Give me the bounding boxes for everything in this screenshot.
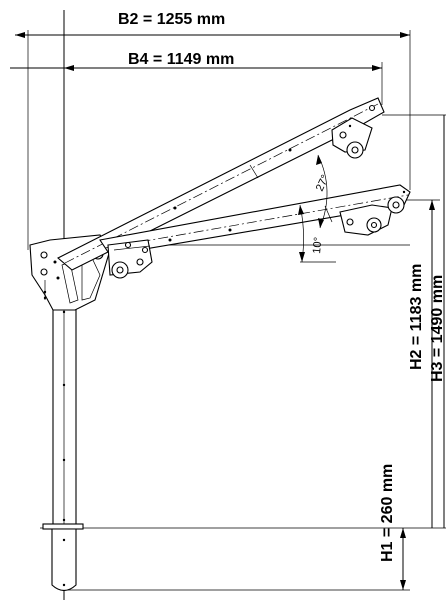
angle-upper-label: 27°: [314, 173, 332, 193]
dimension-h2-label: H2 = 1183 mm: [408, 264, 425, 370]
dimension-h1-label: H1 = 260 mm: [379, 464, 396, 562]
angle-lower-label: 10°: [311, 237, 324, 255]
dimension-b4-label: B4 = 1149 mm: [128, 51, 234, 68]
angle-markers: [298, 154, 328, 263]
drive-unit: [107, 239, 153, 279]
upper-boom: [57, 97, 385, 271]
lower-boom: [99, 184, 411, 256]
mast-post: [42, 299, 84, 592]
dimension-h3-label: H3 = 1490 mm: [429, 275, 446, 382]
dimension-b2-label: B2 = 1255 mm: [118, 11, 225, 28]
